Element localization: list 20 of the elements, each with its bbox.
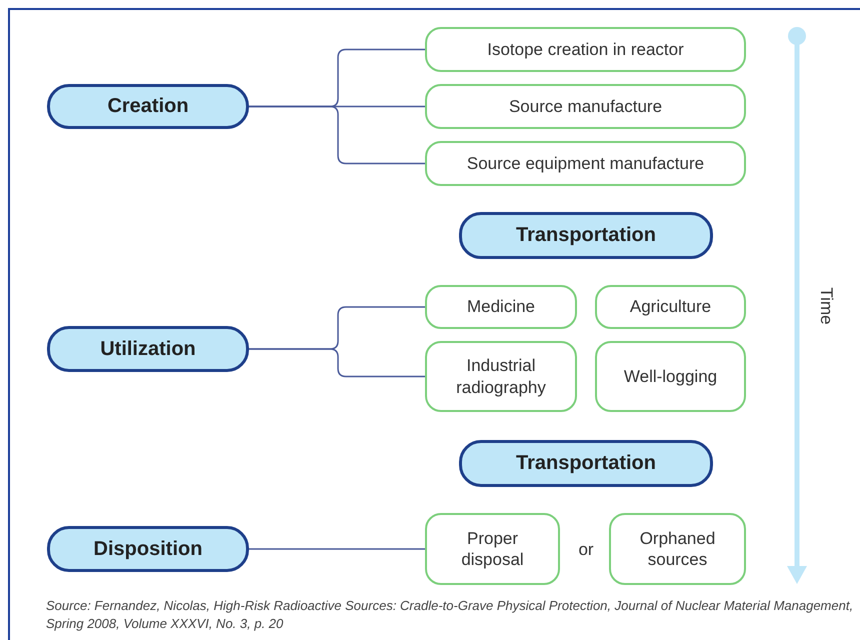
source-caption: Source: Fernandez, Nicolas, High-Risk Radioactive Sources: Cradle-to-Grave Physical Protection, Journal of Nuclear Material Management, Spring 2008, Volume XXXVI, No. 3, p. 20	[46, 597, 854, 633]
bracket-connector	[249, 548, 425, 550]
stage-box: Utilization	[47, 326, 249, 372]
activity-box: Industrial radiography	[425, 341, 577, 412]
bracket-connector	[249, 106, 425, 164]
activity-box: Agriculture	[595, 285, 746, 329]
connector-word: or	[577, 539, 595, 562]
bracket-connector	[249, 348, 425, 378]
activity-box: Well-logging	[595, 341, 746, 412]
stage-box: Creation	[47, 84, 249, 129]
activity-box: Source manufacture	[425, 84, 746, 129]
transport-box: Transportation	[459, 440, 713, 487]
transport-box: Transportation	[459, 212, 713, 259]
activity-box: Isotope creation in reactor	[425, 27, 746, 72]
stage-box: Disposition	[47, 526, 249, 572]
activity-box: Proper disposal	[425, 513, 560, 585]
activity-box: Orphaned sources	[609, 513, 746, 585]
activity-box: Medicine	[425, 285, 577, 329]
axis-label: Time	[816, 286, 837, 327]
activity-box: Source equipment manufacture	[425, 141, 746, 186]
